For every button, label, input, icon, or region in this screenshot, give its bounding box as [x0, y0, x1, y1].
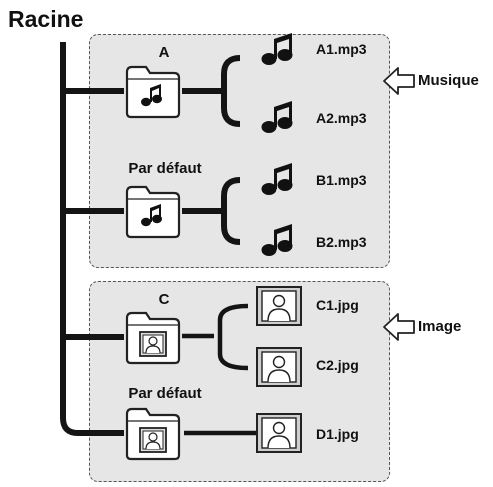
file-d1-label: D1.jpg: [316, 426, 359, 442]
folder-c-label: C: [158, 291, 170, 308]
bracket-par-defaut-music: [182, 177, 241, 245]
music-folder-icon: [125, 65, 181, 119]
file-b1-label: B1.mp3: [316, 172, 367, 188]
bracket-c: [182, 303, 249, 371]
music-note-icon: [261, 224, 293, 256]
image-folder-icon: [125, 311, 181, 365]
file-a2-label: A2.mp3: [316, 110, 367, 126]
music-folder-icon: [125, 185, 181, 239]
file-c2-label: C2.jpg: [316, 357, 359, 373]
folder-par-defaut-music-label: Par défaut: [128, 160, 202, 177]
file-a1-label: A1.mp3: [316, 41, 367, 57]
photo-frame-icon: [256, 286, 302, 326]
photo-frame-icon: [256, 347, 302, 387]
root-label: Racine: [8, 6, 84, 32]
folder-par-defaut-image-label: Par défaut: [128, 385, 202, 402]
callout-arrow-icon: [383, 67, 415, 95]
file-b2-label: B2.mp3: [316, 234, 367, 250]
image-callout-label: Image: [418, 318, 462, 335]
photo-frame-icon: [256, 413, 302, 453]
image-folder-icon: [125, 407, 181, 461]
folder-a-label: A: [158, 44, 170, 61]
file-c1-label: C1.jpg: [316, 297, 359, 313]
callout-arrow-icon: [383, 313, 415, 341]
music-note-icon: [261, 101, 293, 133]
tree-trunk: [60, 42, 124, 436]
music-note-icon: [261, 33, 293, 65]
music-callout-label: Musique: [418, 72, 479, 89]
bracket-a: [182, 55, 241, 127]
music-note-icon: [261, 163, 293, 195]
